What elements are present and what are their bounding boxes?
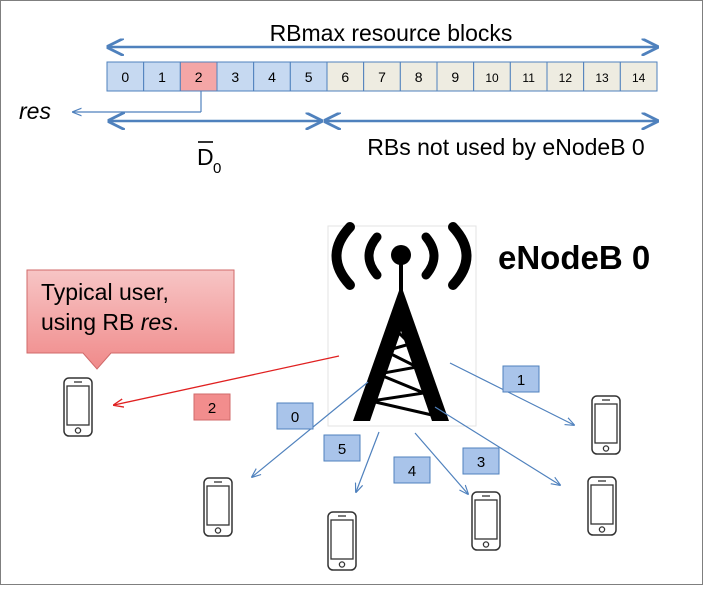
resource-block-label: 9 (451, 69, 459, 85)
resource-block-label: 6 (341, 69, 349, 85)
link-rb-label-text: 2 (208, 400, 216, 417)
resource-block-6: 6 (326, 61, 365, 92)
resource-block-3: 3 (216, 61, 255, 92)
callout-line-2-suffix: . (172, 309, 180, 335)
callout-line-2-prefix: using RB (41, 309, 141, 335)
resource-block-0: 0 (106, 61, 145, 92)
unused-rb-label: RBs not used by eNodeB 0 (367, 134, 644, 160)
signal-waves-icon (331, 222, 472, 290)
callout-line-1: Typical user, (41, 279, 169, 305)
phone-icon (471, 491, 501, 551)
resource-block-label: 3 (231, 69, 239, 85)
phone-icon (587, 476, 617, 536)
link-rb-label-text: 5 (338, 441, 346, 458)
resource-block-14: 14 (619, 61, 658, 92)
resource-block-label: 0 (121, 69, 129, 85)
link-arrow-user-1 (449, 362, 574, 425)
link-rb-label-4: 4 (393, 456, 431, 484)
d0-subscript: 0 (213, 160, 221, 177)
resource-block-7: 7 (363, 61, 401, 92)
d0-symbol: D (197, 144, 214, 170)
link-arrow-user-3 (434, 406, 560, 485)
link-arrow-user-4 (414, 432, 468, 494)
link-rb-label-3: 3 (462, 447, 500, 475)
link-arrow-typical-user (114, 355, 340, 405)
resource-block-1: 1 (143, 61, 181, 92)
cell-tower-icon (353, 245, 449, 421)
resource-block-label: 11 (522, 71, 535, 85)
resource-block-2: 2 (179, 61, 218, 92)
phone-icon (203, 477, 233, 537)
resource-block-4: 4 (253, 61, 291, 92)
rbmax-label: RBmax resource blocks (270, 20, 513, 46)
link-rb-label-text: 4 (408, 463, 416, 480)
resource-block-label: 8 (415, 69, 423, 85)
link-rb-label-text: 0 (291, 409, 299, 426)
callout-text: Typical user, using RB res. (41, 277, 231, 337)
resource-block-5: 5 (289, 61, 328, 92)
link-rb-label-0: 0 (276, 402, 314, 430)
resource-block-label: 5 (305, 69, 313, 85)
resource-block-9: 9 (436, 61, 475, 92)
resource-block-13: 13 (583, 61, 621, 92)
link-arrow-user-5 (356, 431, 380, 492)
link-rb-label-5: 5 (323, 434, 361, 462)
phone-icon (63, 377, 93, 437)
resource-block-label: 13 (595, 71, 609, 85)
enodeb-label: eNodeB 0 (498, 239, 650, 276)
resource-block-12: 12 (546, 61, 585, 92)
link-rb-label-2: 2 (193, 393, 231, 421)
callout-line-2: using RB res. (41, 307, 231, 337)
resource-block-11: 11 (509, 61, 548, 92)
resource-block-label: 14 (632, 71, 646, 85)
resource-block-label: 12 (559, 71, 573, 85)
resource-block-label: 2 (195, 69, 203, 85)
link-rb-labels: 2 0 5 4 3 1 (193, 365, 540, 484)
resource-block-label: 10 (485, 71, 499, 85)
typical-user-callout (26, 269, 235, 370)
link-rb-label-1: 1 (502, 365, 540, 393)
resource-block-label: 1 (158, 69, 166, 85)
link-rb-label-text: 3 (477, 454, 485, 471)
callout-res-italic: res (140, 309, 173, 335)
resource-block-10: 10 (473, 61, 511, 92)
resource-block-8: 8 (399, 61, 438, 92)
resource-block-label: 4 (268, 69, 276, 85)
phone-icon (591, 395, 621, 455)
link-rb-label-text: 1 (517, 372, 525, 389)
res-label: res (19, 98, 51, 124)
phone-icon (327, 511, 357, 571)
resource-block-label: 7 (378, 69, 386, 85)
